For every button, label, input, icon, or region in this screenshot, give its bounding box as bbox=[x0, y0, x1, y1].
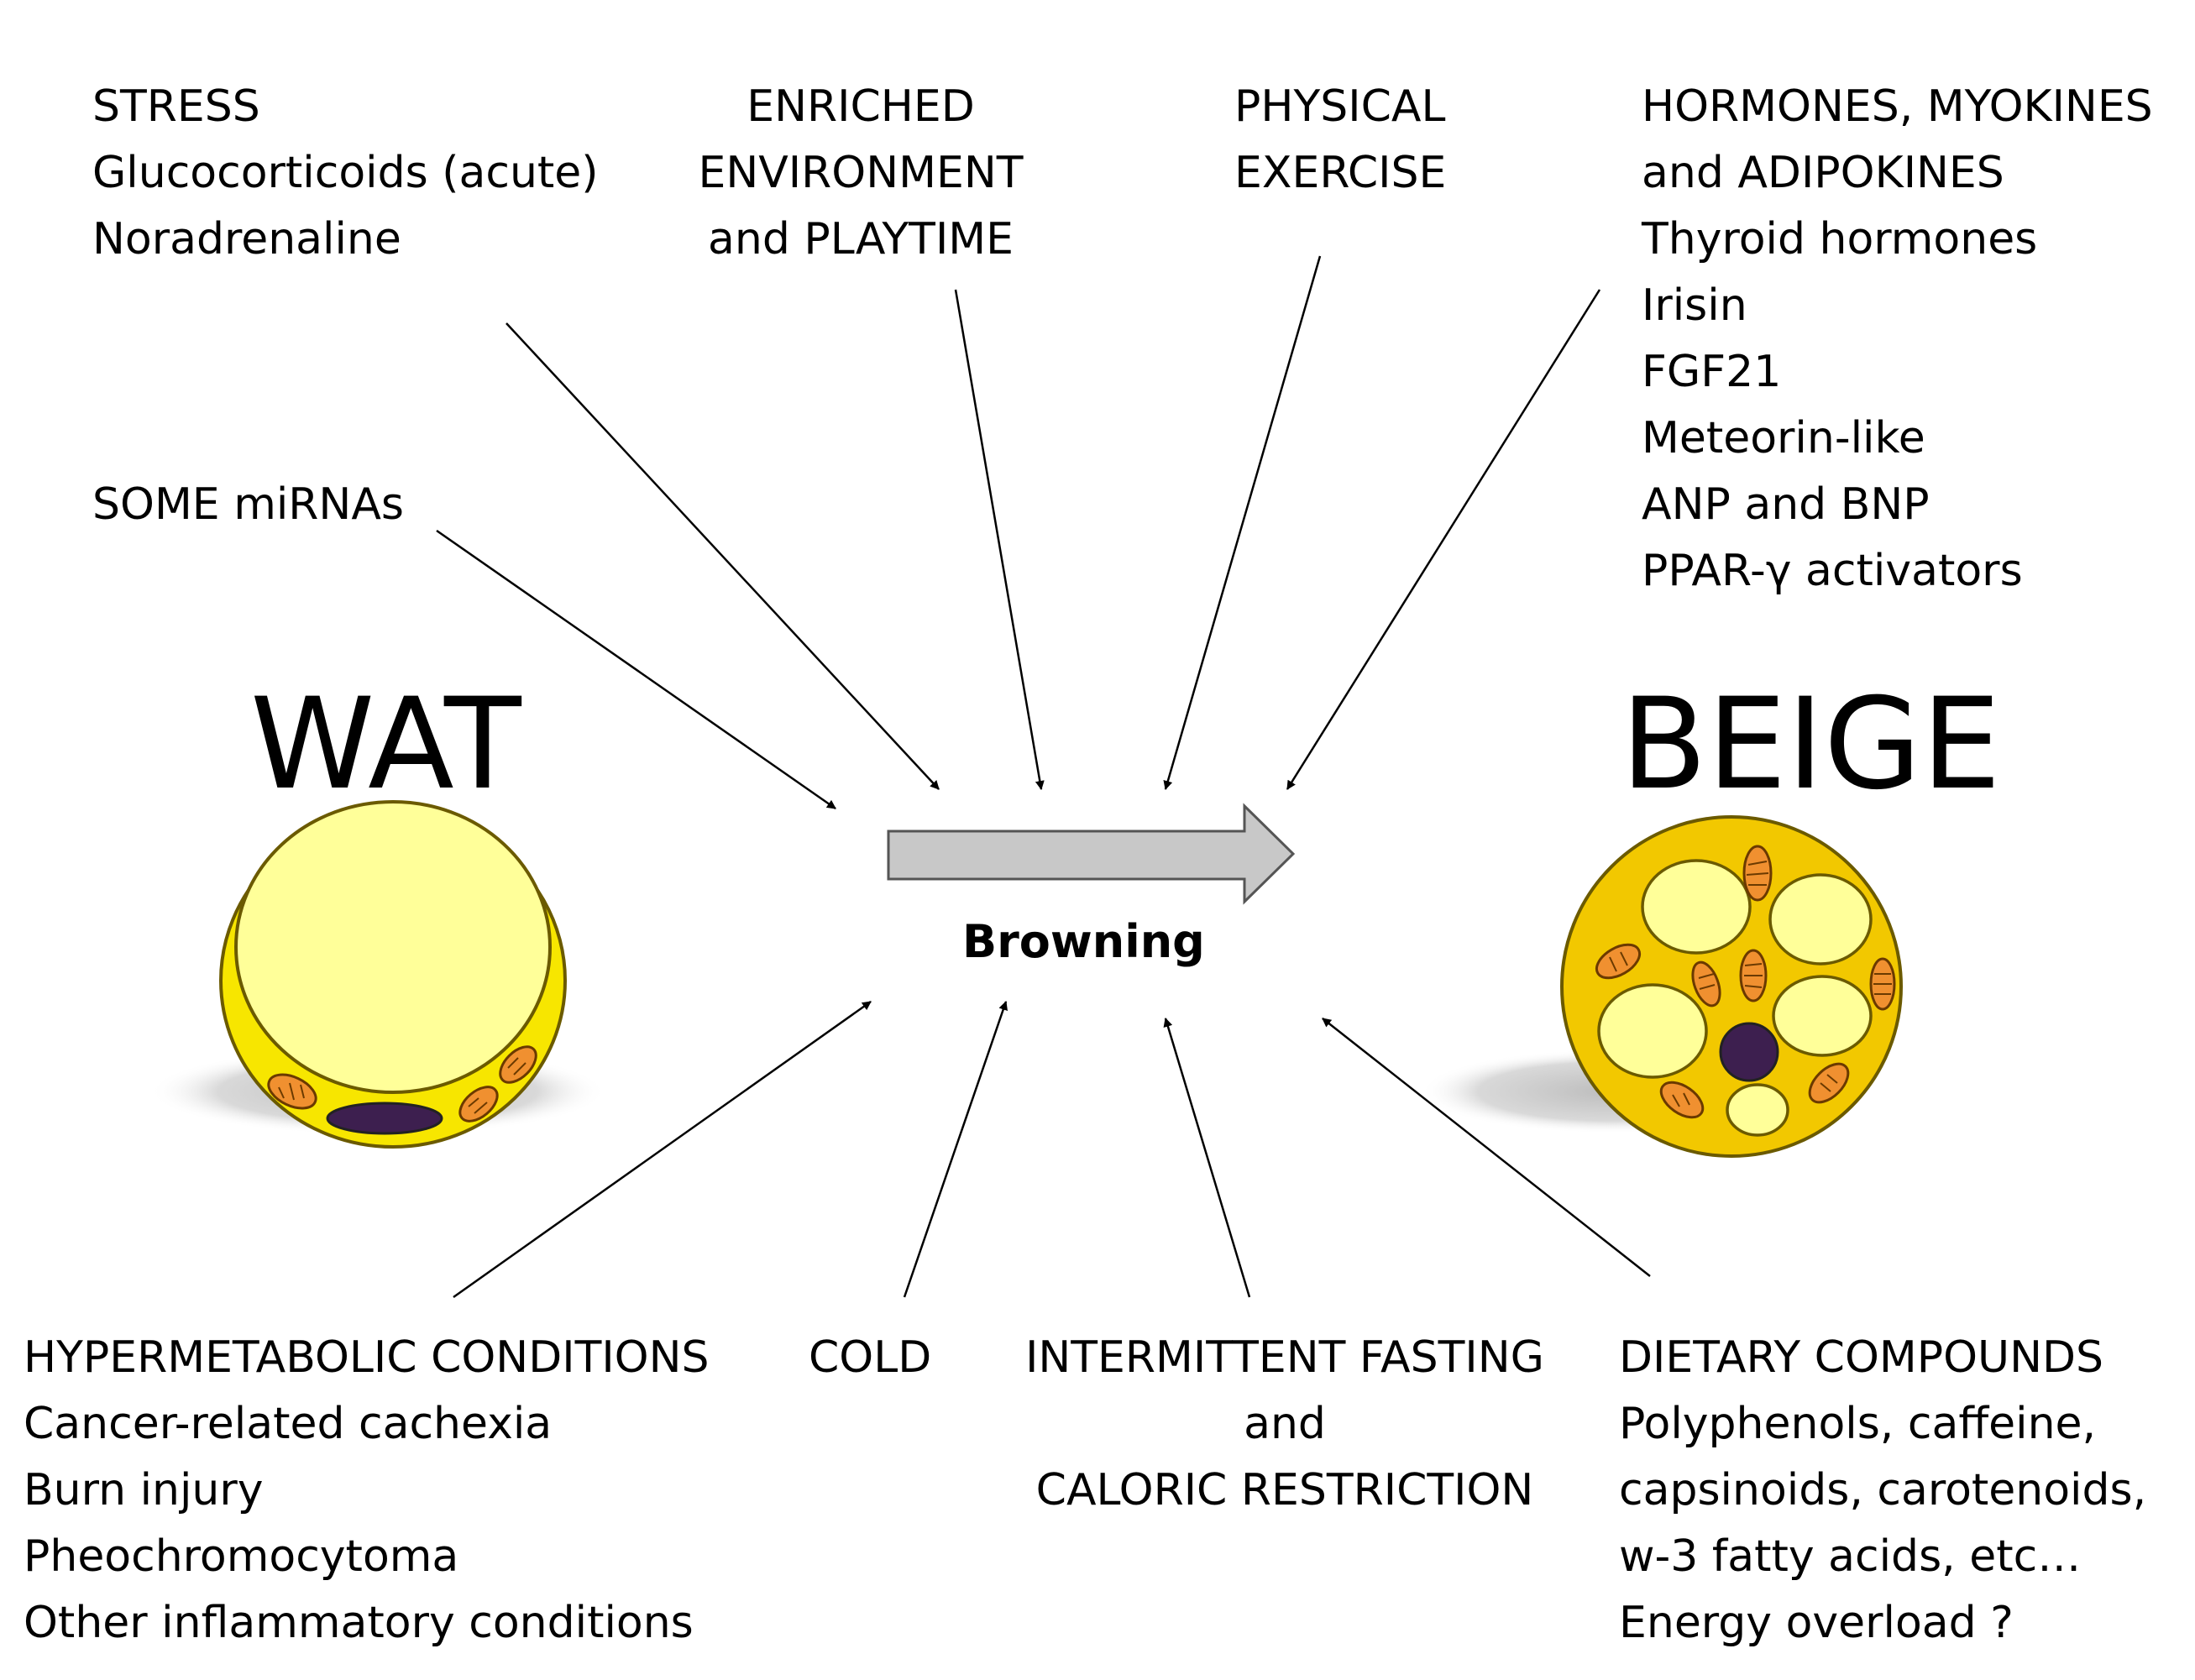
lipid-droplet bbox=[1597, 983, 1708, 1079]
factor-heading: COLD bbox=[809, 1332, 932, 1383]
wat-lipid-droplet bbox=[234, 800, 552, 1094]
factor-item: ANP and BNP bbox=[1642, 479, 1930, 530]
factor-heading: DIETARY COMPOUNDS bbox=[1619, 1332, 2104, 1383]
lipid-droplet bbox=[1726, 1083, 1789, 1137]
factor-item: Burn injury bbox=[24, 1465, 264, 1515]
factor-dietary: DIETARY COMPOUNDS Polyphenols, caffeine,… bbox=[1619, 1325, 2146, 1656]
factor-heading: ENRICHED bbox=[747, 81, 975, 132]
lipid-droplet bbox=[1768, 873, 1873, 966]
factor-cold: COLD bbox=[809, 1325, 931, 1391]
arrow-fasting bbox=[1163, 1017, 1251, 1298]
mitochondrion bbox=[1659, 1081, 1705, 1119]
factor-item: Thyroid hormones bbox=[1642, 214, 2038, 264]
factor-heading: HORMONES, MYOKINES bbox=[1642, 81, 2153, 132]
mitochondrion bbox=[458, 1086, 499, 1123]
arrow-hypermetabolic bbox=[453, 1000, 872, 1299]
factor-item: capsinoids, carotenoids, bbox=[1619, 1465, 2147, 1515]
factor-mirna: SOME miRNAs bbox=[92, 472, 404, 538]
arrow-exercise bbox=[1163, 255, 1322, 791]
factor-item: FGF21 bbox=[1642, 347, 1782, 397]
arrow-hormones bbox=[1286, 289, 1601, 790]
factor-item: Polyphenols, caffeine, bbox=[1619, 1399, 2097, 1449]
wat-cell bbox=[149, 800, 606, 1149]
mitochondrion bbox=[499, 1045, 537, 1084]
factor-item: Energy overload ? bbox=[1619, 1598, 2014, 1648]
factor-heading: PHYSICAL bbox=[1234, 81, 1446, 132]
factor-heading: HYPERMETABOLIC CONDITIONS bbox=[24, 1332, 710, 1383]
factor-physical-exercise: PHYSICAL EXERCISE bbox=[1234, 74, 1446, 207]
factor-heading: CALORIC RESTRICTION bbox=[1035, 1465, 1534, 1515]
beige-lipid-droplets bbox=[1597, 859, 1873, 1137]
factor-arrows bbox=[436, 255, 1651, 1299]
factor-heading: ENVIRONMENT bbox=[698, 148, 1024, 198]
factor-item: Glucocorticoids (acute) bbox=[92, 148, 599, 198]
wat-mitochondria-cristae bbox=[278, 1057, 526, 1114]
factor-hormones: HORMONES, MYOKINES and ADIPOKINES Thyroi… bbox=[1642, 74, 2153, 604]
factor-heading: STRESS bbox=[92, 81, 260, 132]
arrow-mirna bbox=[436, 529, 836, 810]
factor-heading: EXERCISE bbox=[1234, 148, 1447, 198]
factor-fasting: INTERMITTENT FASTING and CALORIC RESTRIC… bbox=[1003, 1325, 1566, 1524]
mitochondrion bbox=[1595, 943, 1642, 980]
factor-item: Other inflammatory conditions bbox=[24, 1598, 694, 1648]
lipid-droplet bbox=[1641, 859, 1752, 955]
factor-heading: and ADIPOKINES bbox=[1642, 148, 2004, 198]
factor-item: Meteorin-like bbox=[1642, 413, 1925, 463]
arrow-dietary bbox=[1322, 1018, 1651, 1277]
browning-label: Browning bbox=[962, 915, 1205, 968]
factor-item: Pheochromocytoma bbox=[24, 1531, 459, 1582]
arrow-stress bbox=[506, 322, 940, 790]
lipid-droplet bbox=[1772, 975, 1873, 1057]
factor-heading: and bbox=[1244, 1399, 1326, 1449]
factor-heading: INTERMITTENT FASTING bbox=[1025, 1332, 1544, 1383]
mitochondrion bbox=[1808, 1062, 1850, 1104]
beige-cell bbox=[1421, 815, 1903, 1158]
factor-item: w-3 fatty acids, etc… bbox=[1619, 1531, 2082, 1582]
wat-label: WAT bbox=[250, 672, 521, 818]
factor-item: Noradrenaline bbox=[92, 214, 401, 264]
factor-item: PPAR-γ activators bbox=[1642, 546, 2023, 596]
factor-stress: STRESS Glucocorticoids (acute) Noradrena… bbox=[92, 74, 599, 273]
factor-item: Cancer-related cachexia bbox=[24, 1399, 553, 1449]
arrow-enriched bbox=[954, 289, 1045, 791]
beige-nucleus bbox=[1719, 1022, 1779, 1082]
factor-item: Irisin bbox=[1642, 280, 1747, 331]
beige-label: BEIGE bbox=[1621, 672, 2001, 818]
wat-nucleus bbox=[326, 1102, 443, 1135]
arrow-cold bbox=[903, 1000, 1008, 1298]
factor-heading: and PLAYTIME bbox=[708, 214, 1014, 264]
factor-heading: SOME miRNAs bbox=[92, 479, 404, 530]
browning-arrow-icon bbox=[887, 803, 1296, 905]
mitochondrion bbox=[1691, 960, 1721, 1007]
factor-hypermetabolic: HYPERMETABOLIC CONDITIONS Cancer-related… bbox=[24, 1325, 710, 1656]
beige-mitochondria-cristae bbox=[1609, 861, 1892, 1107]
factor-enriched-environment: ENRICHED ENVIRONMENT and PLAYTIME bbox=[672, 74, 1050, 273]
